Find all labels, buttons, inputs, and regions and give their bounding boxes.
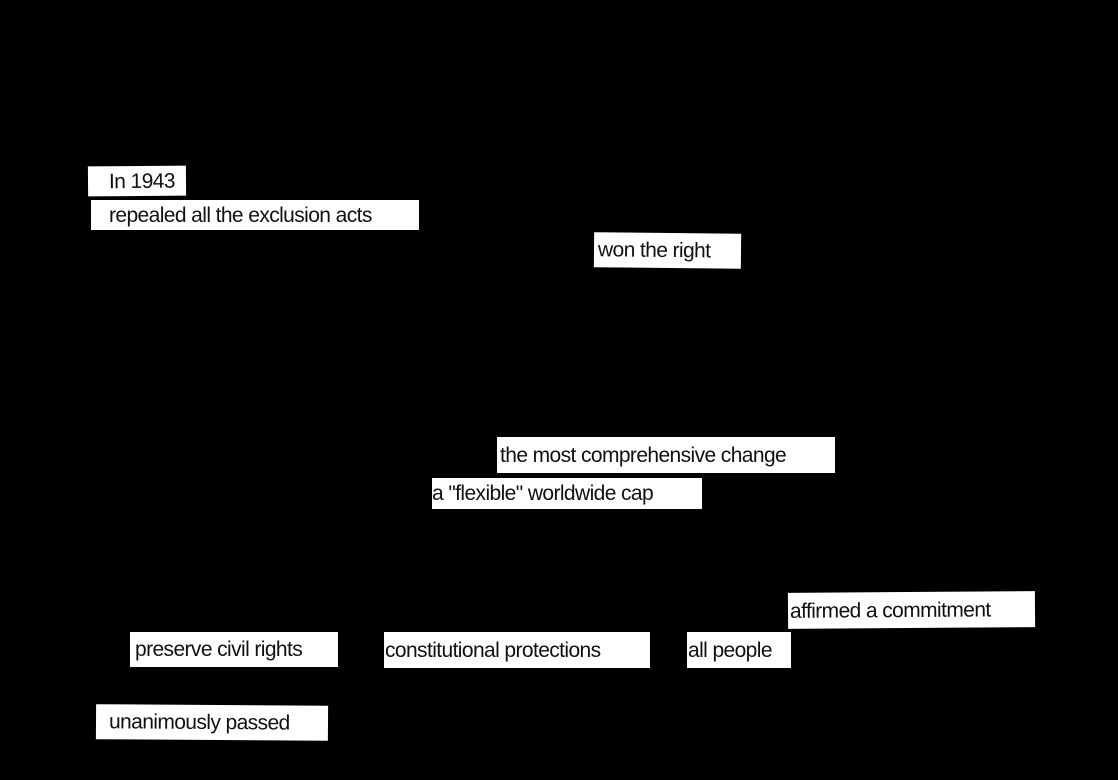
strip-text: a "flexible" worldwide cap (432, 482, 654, 505)
strip-text: repealed all the exclusion acts (109, 203, 372, 227)
strip-text: In 1943 (108, 169, 175, 193)
text-strip: won the right (593, 232, 742, 269)
text-strip: constitutional protections (384, 632, 650, 668)
text-strip: In 1943 (87, 165, 187, 197)
text-strip: the most comprehensive change (497, 437, 835, 473)
text-strip: all people (687, 632, 791, 668)
strip-text: unanimously passed (108, 710, 290, 735)
strip-text: the most comprehensive change (500, 443, 787, 467)
strip-text: preserve civil rights (135, 638, 303, 661)
strip-text: affirmed a commitment (789, 597, 991, 623)
text-strip: affirmed a commitment (787, 591, 1036, 629)
strip-text: constitutional protections (385, 638, 601, 662)
text-strip: preserve civil rights (130, 632, 338, 667)
strip-text: won the right (597, 238, 711, 263)
text-strip: a "flexible" worldwide cap (432, 478, 702, 509)
text-strip: repealed all the exclusion acts (91, 200, 419, 230)
text-strip: unanimously passed (95, 704, 329, 741)
strip-text: all people (688, 638, 773, 662)
